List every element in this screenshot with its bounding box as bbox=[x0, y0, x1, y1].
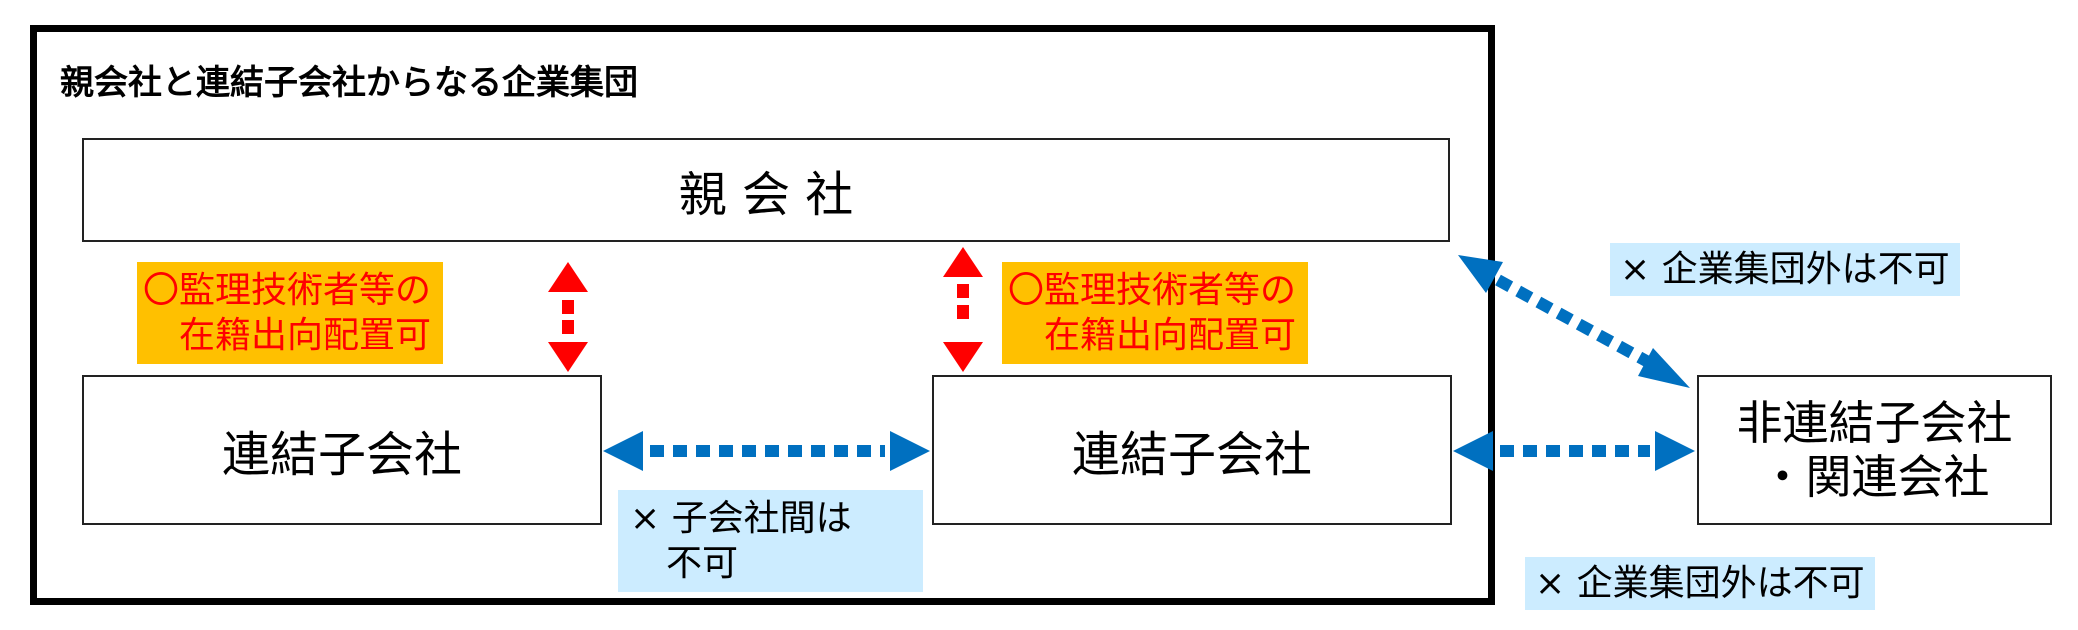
allowed-note-line1: 〇監理技術者等の bbox=[1008, 270, 1297, 311]
between-subsidiaries-note-line2: 不可 bbox=[666, 543, 739, 584]
external-company-box: 非連結子会社 ・関連会社 bbox=[1697, 375, 2052, 525]
consolidated-subsidiary-label: 連結子会社 bbox=[1071, 427, 1312, 483]
allowed-note-line2: 在籍出向配置可 bbox=[179, 315, 432, 356]
allowed-note-line2: 在籍出向配置可 bbox=[1044, 315, 1297, 356]
external-company-label-line1: 非連結子会社 bbox=[1736, 395, 2013, 450]
not-allowed-arrow-between-subsidiaries bbox=[603, 431, 930, 471]
not-allowed-arrow-to-external bbox=[1453, 431, 1695, 471]
allowed-secondment-note-right: 〇監理技術者等の 在籍出向配置可 bbox=[1002, 262, 1309, 364]
allowed-arrow-right bbox=[943, 247, 983, 372]
corporate-group-frame bbox=[30, 25, 1495, 605]
outside-group-not-allowed-note-top: × 企業集団外は不可 bbox=[1610, 243, 1960, 296]
parent-company-box: 親 会 社 bbox=[82, 138, 1450, 242]
parent-company-label: 親 会 社 bbox=[678, 167, 854, 223]
group-title: 親会社と連結子会社からなる企業集団 bbox=[60, 63, 638, 103]
allowed-secondment-note-left: 〇監理技術者等の 在籍出向配置可 bbox=[137, 262, 444, 364]
external-company-label-line2: ・関連会社 bbox=[1759, 450, 1990, 504]
consolidated-subsidiary-box-left: 連結子会社 bbox=[82, 375, 602, 525]
outside-group-not-allowed-note-bottom: × 企業集団外は不可 bbox=[1525, 557, 1875, 610]
consolidated-subsidiary-box-right: 連結子会社 bbox=[932, 375, 1452, 525]
allowed-arrow-left bbox=[548, 262, 588, 372]
consolidated-subsidiary-label: 連結子会社 bbox=[221, 427, 462, 483]
not-allowed-arrow-parent-to-external bbox=[1458, 255, 1690, 388]
between-subsidiaries-not-allowed-note: × 子会社間は 不可 bbox=[618, 490, 923, 592]
allowed-note-line1: 〇監理技術者等の bbox=[143, 270, 432, 311]
between-subsidiaries-note-line1: × 子会社間は bbox=[630, 498, 852, 539]
